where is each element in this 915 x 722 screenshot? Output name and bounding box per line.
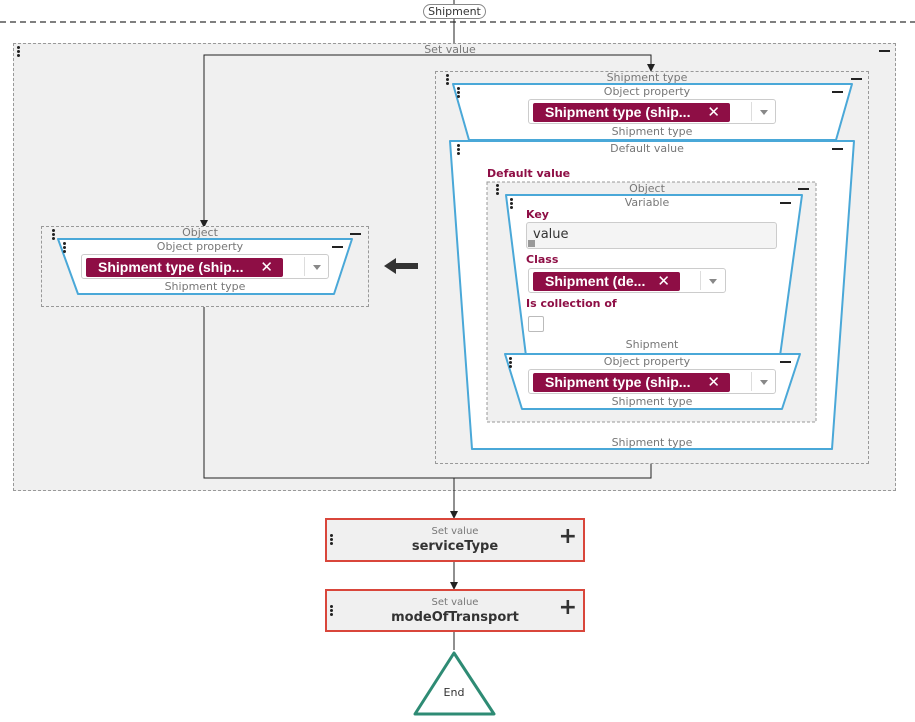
is-collection-checkbox[interactable] — [528, 316, 544, 332]
remove-chip-icon[interactable]: ✕ — [260, 259, 273, 276]
set-value-group-label: Set value — [424, 43, 476, 56]
key-input[interactable]: value — [526, 222, 777, 249]
left-property-label: Object property — [156, 240, 244, 253]
left-property-footer: Shipment type — [164, 280, 246, 293]
default-value-collapse-icon[interactable] — [832, 148, 843, 150]
right-property-collapse-icon[interactable] — [832, 91, 843, 93]
right-property-picker[interactable]: Shipment type (ship... ✕ — [528, 99, 776, 124]
expand-plus-icon[interactable]: + — [558, 524, 577, 549]
shipment-node-label: Shipment — [428, 5, 481, 18]
set-value-group-menu-icon[interactable] — [17, 46, 21, 58]
variable-footer: Shipment — [625, 338, 679, 351]
set-value-modeoftransport-node[interactable]: Set value modeOfTransport + — [325, 589, 585, 632]
node-title: Set value — [431, 526, 479, 537]
dropdown-caret-icon[interactable] — [709, 279, 717, 284]
node-menu-icon[interactable] — [330, 605, 334, 617]
node-name: serviceType — [411, 539, 499, 554]
dropdown-caret-icon[interactable] — [313, 265, 321, 270]
left-property-collapse-icon[interactable] — [332, 246, 343, 248]
inner-object-menu-icon[interactable] — [496, 184, 500, 196]
inner-property-footer: Shipment type — [611, 395, 693, 408]
expand-plus-icon[interactable]: + — [558, 595, 577, 620]
remove-chip-icon[interactable]: ✕ — [707, 104, 720, 121]
right-property-menu-icon[interactable] — [457, 87, 461, 99]
default-value-field-label: Default value — [487, 167, 571, 180]
resize-handle-icon[interactable] — [528, 240, 535, 247]
inner-property-menu-icon[interactable] — [509, 357, 513, 369]
node-name: modeOfTransport — [391, 610, 519, 625]
variable-label: Variable — [624, 196, 670, 209]
left-object-collapse-icon[interactable] — [350, 233, 361, 235]
left-arrow-icon — [384, 258, 418, 274]
inner-property-collapse-icon[interactable] — [780, 361, 791, 363]
set-value-servicetype-node[interactable]: Set value serviceType + — [325, 518, 585, 562]
node-menu-icon[interactable] — [330, 534, 334, 546]
inner-property-label: Object property — [603, 355, 691, 368]
right-property-footer: Shipment type — [611, 125, 693, 138]
end-node-label: End — [443, 686, 465, 699]
inner-property-chip[interactable]: Shipment type (ship... ✕ — [533, 373, 730, 392]
default-value-menu-icon[interactable] — [457, 144, 461, 156]
set-value-group-collapse-icon[interactable] — [879, 50, 890, 52]
shipment-start-node[interactable]: Shipment — [423, 4, 486, 19]
left-property-picker[interactable]: Shipment type (ship... ✕ — [81, 254, 329, 279]
left-object-label: Object — [182, 226, 218, 239]
inner-object-label: Object — [629, 182, 665, 195]
variable-collapse-icon[interactable] — [780, 202, 791, 204]
right-property-chip[interactable]: Shipment type (ship... ✕ — [533, 103, 730, 122]
default-value-block-label: Default value — [610, 142, 684, 155]
key-label: Key — [526, 208, 549, 221]
shipment-type-group-label: Shipment type — [606, 71, 688, 84]
variable-menu-icon[interactable] — [510, 198, 514, 210]
remove-chip-icon[interactable]: ✕ — [657, 273, 670, 290]
inner-object-collapse-icon[interactable] — [798, 188, 809, 190]
is-collection-label: Is collection of — [526, 297, 617, 310]
dropdown-caret-icon[interactable] — [760, 380, 768, 385]
end-triangle[interactable] — [413, 651, 496, 716]
class-picker[interactable]: Shipment (de... ✕ — [528, 268, 726, 293]
shipment-type-group-menu-icon[interactable] — [446, 74, 450, 86]
class-label: Class — [526, 253, 559, 266]
left-object-menu-icon[interactable] — [52, 229, 56, 241]
key-input-value: value — [533, 227, 569, 242]
default-value-footer: Shipment type — [611, 436, 693, 449]
class-chip[interactable]: Shipment (de... ✕ — [533, 272, 680, 291]
inner-property-picker[interactable]: Shipment type (ship... ✕ — [528, 369, 776, 394]
node-title: Set value — [431, 597, 479, 608]
dropdown-caret-icon[interactable] — [760, 110, 768, 115]
right-property-label: Object property — [603, 85, 691, 98]
shipment-type-group-collapse-icon[interactable] — [851, 78, 862, 80]
left-property-chip[interactable]: Shipment type (ship... ✕ — [86, 258, 283, 277]
left-property-menu-icon[interactable] — [63, 242, 67, 254]
remove-chip-icon[interactable]: ✕ — [707, 374, 720, 391]
